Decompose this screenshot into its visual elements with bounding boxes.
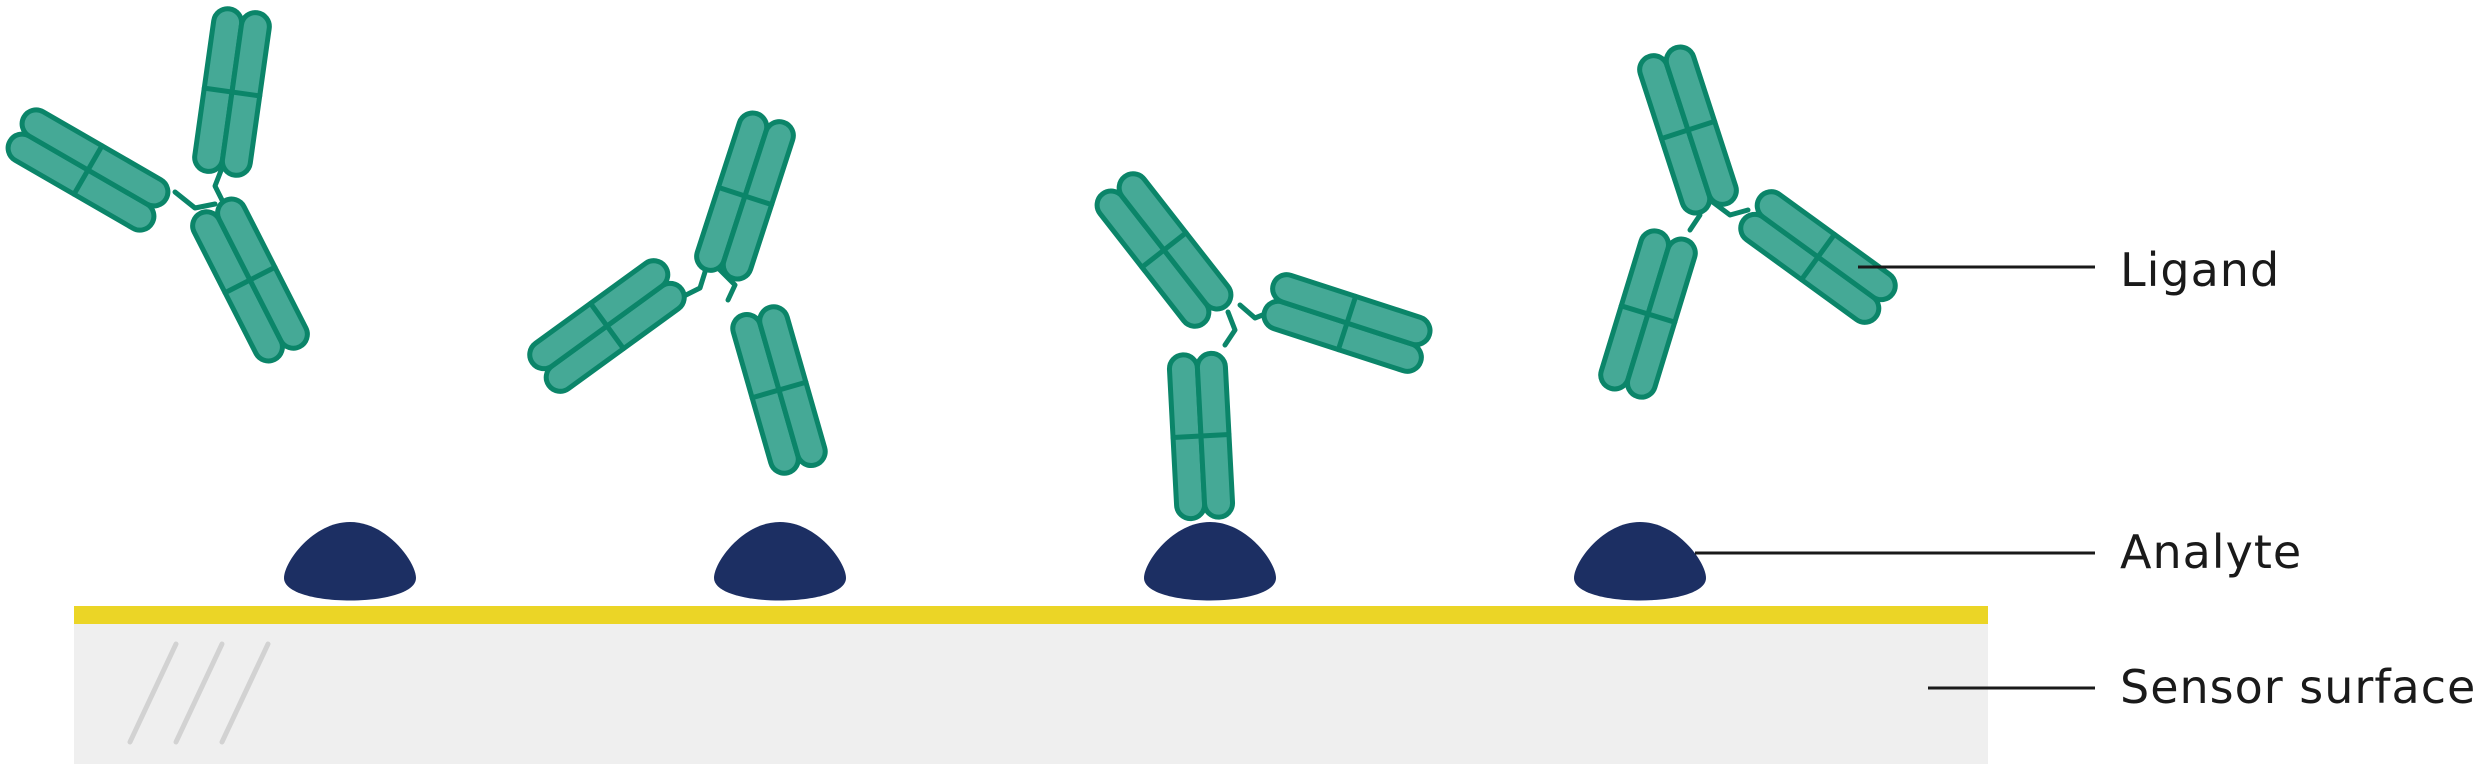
label-analyte: Analyte <box>2120 525 2303 579</box>
analyte-dome-icon <box>1144 522 1276 601</box>
analyte-dome-icon <box>1574 522 1706 601</box>
analyte-dome-icon <box>284 522 416 601</box>
leader-lines <box>1695 265 2095 690</box>
antibody-y-shape-icon <box>524 109 828 476</box>
antibody-y-shape-icon <box>1091 168 1433 519</box>
antibody-y-shape-icon <box>1597 43 1901 400</box>
sensor-base <box>74 624 1988 764</box>
sensor-surface <box>74 606 1988 764</box>
label-ligand: Ligand <box>2120 243 2281 297</box>
glass-hatch-icon <box>127 641 271 745</box>
ligands <box>3 7 1901 519</box>
analyte-dome-icon <box>714 522 846 601</box>
antibody-y-shape-icon <box>3 7 312 366</box>
gold-layer <box>74 606 1988 624</box>
label-sensor-surface: Sensor surface <box>2120 660 2477 714</box>
analytes <box>284 522 1706 601</box>
